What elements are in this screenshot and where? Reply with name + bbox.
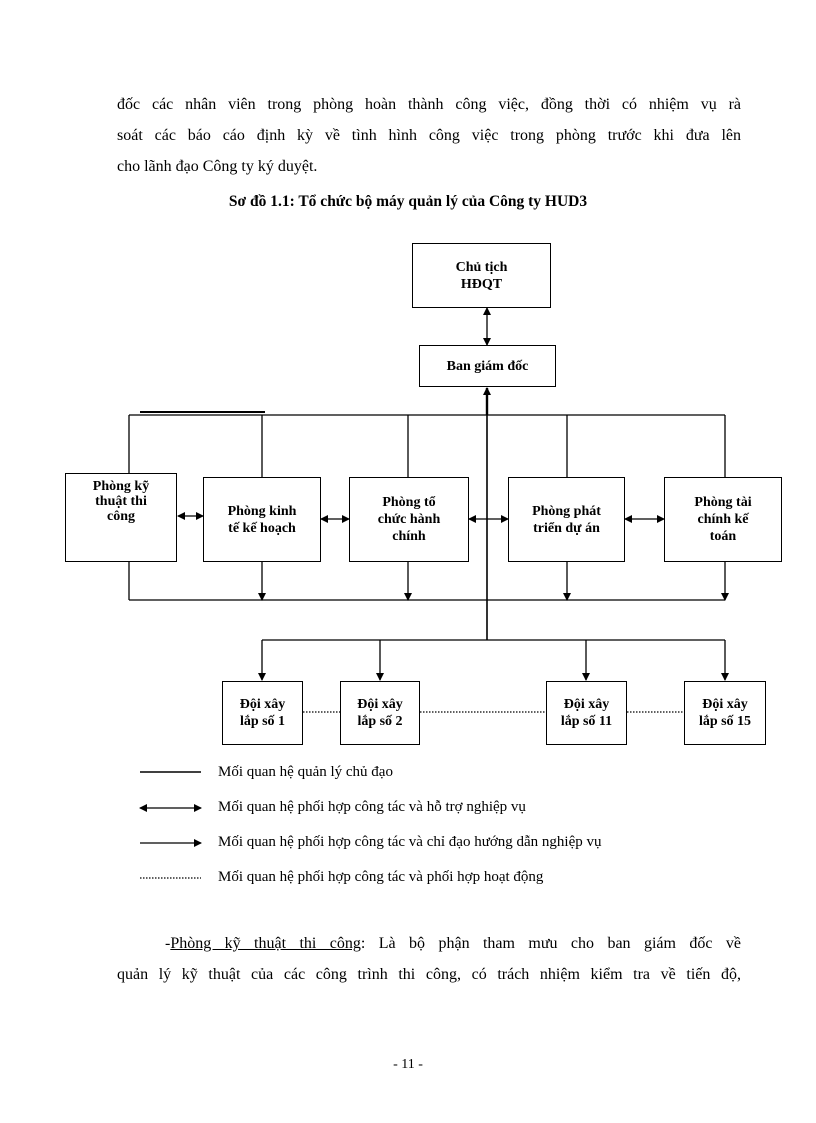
body-paragraph-line-2: quản lý kỹ thuật của các công trình thi …: [117, 966, 741, 983]
legend-item-management: Mối quan hệ quản lý chủ đạo: [218, 764, 393, 780]
body-paragraph-line-1: -Phòng kỹ thuật thi công: Là bộ phận tha…: [165, 935, 741, 952]
directors-box: Ban giám đốc: [419, 345, 556, 387]
section-term: Phòng kỹ thuật thi công: [170, 935, 361, 952]
legend-item-support: Mối quan hệ phối hợp công tác và hỗ trợ …: [218, 799, 526, 815]
intro-line-2: soát các báo cáo định kỳ về tình hình cô…: [117, 127, 741, 144]
legend-item-guidance: Mối quan hệ phối hợp công tác và chỉ đạo…: [218, 834, 602, 850]
page-number: - 11 -: [393, 1057, 423, 1072]
intro-line-1: đốc các nhân viên trong phòng hoàn thành…: [117, 96, 741, 113]
legend-item-operations: Mối quan hệ phối hợp công tác và phối hợ…: [218, 869, 544, 885]
intro-line-3: cho lãnh đạo Công ty ký duyệt.: [117, 158, 318, 175]
org-chart-connectors: [128, 307, 729, 879]
diagram-caption: Sơ đồ 1.1: Tổ chức bộ máy quản lý của Cô…: [228, 193, 588, 210]
